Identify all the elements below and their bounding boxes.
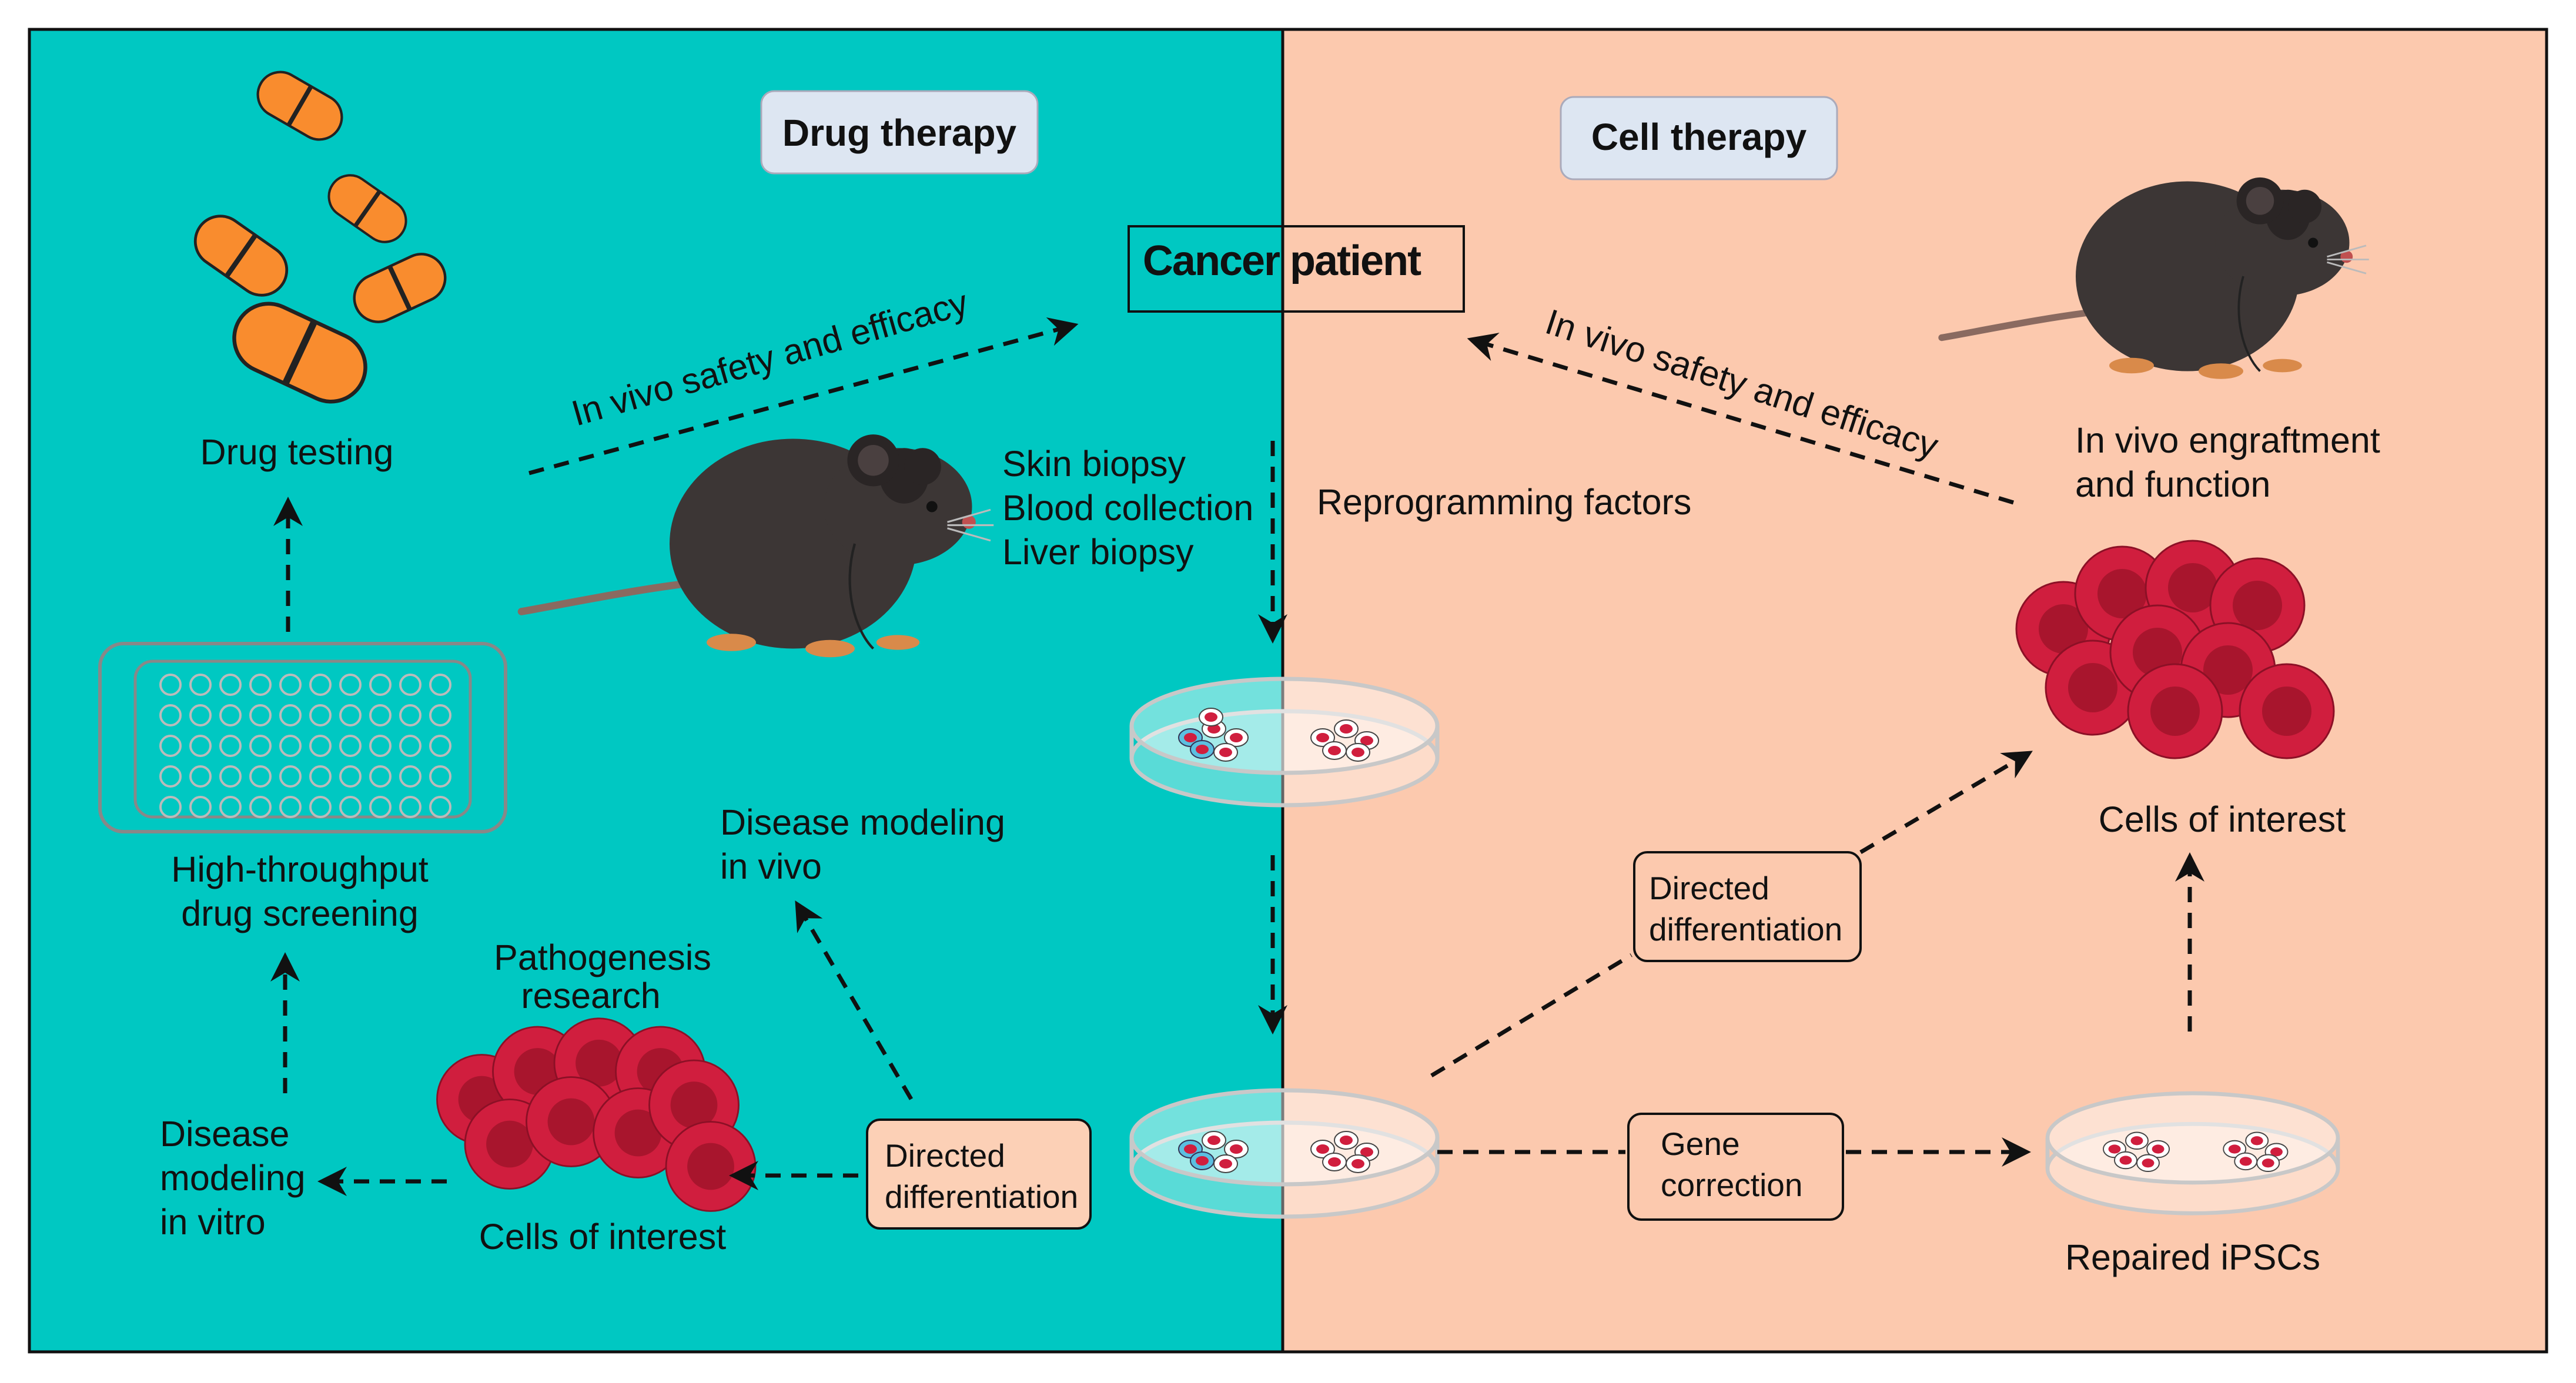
drug-therapy-header: Drug therapy (760, 90, 1039, 175)
cell-therapy-title: Cell therapy (1591, 116, 1807, 158)
well (369, 735, 392, 757)
well (429, 765, 451, 788)
cells-of-interest-right-label: Cells of interest (2099, 799, 2346, 839)
arrow-to-cancer-patient (528, 317, 1079, 475)
directed-differentiation-left-box: Directed differentiation (866, 1119, 1092, 1230)
well (159, 796, 182, 818)
well (219, 704, 242, 726)
well (189, 674, 212, 696)
disease-modeling-in-vivo-line1: Disease modeling (720, 802, 1005, 842)
well (369, 796, 392, 818)
well (339, 735, 362, 757)
directed-differentiation-right-line2: differentiation (1649, 911, 1842, 947)
well (399, 765, 421, 788)
well (189, 735, 212, 757)
well (219, 735, 242, 757)
well (249, 765, 272, 788)
well (279, 765, 302, 788)
cells-of-interest-left-label: Cells of interest (479, 1217, 726, 1257)
well (369, 765, 392, 788)
well (339, 674, 362, 696)
well (369, 704, 392, 726)
well (339, 704, 362, 726)
well (309, 674, 332, 696)
well (399, 735, 421, 757)
directed-differentiation-left-line2: differentiation (885, 1178, 1078, 1215)
well (219, 765, 242, 788)
well (309, 704, 332, 726)
drug-therapy-title: Drug therapy (782, 112, 1017, 154)
diagram-border (28, 28, 2548, 1354)
well (429, 674, 451, 696)
well (429, 796, 451, 818)
well (159, 674, 182, 696)
gene-correction-line2: correction (1661, 1167, 1802, 1203)
cancer-patient-label: Cancer patient (1143, 237, 1421, 284)
screening-label-line1: High-throughput (171, 849, 429, 889)
liver-biopsy-label: Liver biopsy (1002, 532, 1194, 572)
repaired-ipscs-label: Repaired iPSCs (2065, 1237, 2320, 1277)
well (309, 735, 332, 757)
gene-correction-line1: Gene (1661, 1126, 1740, 1162)
directed-differentiation-right-box: Directed differentiation (1633, 851, 1862, 962)
engraftment-label-line1: In vivo engraftment (2075, 420, 2380, 460)
well (279, 674, 302, 696)
directed-differentiation-left-line1: Directed (885, 1137, 1005, 1174)
well-plate-icon (98, 642, 507, 833)
well (219, 674, 242, 696)
well (339, 765, 362, 788)
well (279, 796, 302, 818)
skin-biopsy-label: Skin biopsy (1002, 444, 1186, 484)
well (369, 674, 392, 696)
well (159, 765, 182, 788)
well (399, 796, 421, 818)
cancer-patient-box (1128, 225, 1465, 313)
well (159, 735, 182, 757)
flow-arrows (270, 317, 2204, 1196)
well (189, 765, 212, 788)
petri-dish-icon (2048, 1093, 2338, 1213)
arrow-to-right-cells (1859, 751, 2033, 855)
drug-testing-label: Drug testing (200, 432, 394, 472)
well (309, 796, 332, 818)
screening-label-line2: drug screening (181, 893, 419, 933)
cell-therapy-header: Cell therapy (1560, 96, 1838, 180)
petri-dish-icon (1132, 679, 1437, 805)
well (309, 765, 332, 788)
disease-modeling-in-vitro-line3: in vitro (160, 1202, 266, 1242)
well (249, 735, 272, 757)
disease-modeling-in-vivo-line2: in vivo (720, 846, 822, 886)
gene-correction-box: Gene correction (1627, 1113, 1844, 1221)
well (249, 674, 272, 696)
well (189, 704, 212, 726)
well (399, 704, 421, 726)
well (279, 735, 302, 757)
disease-modeling-in-vitro-line2: modeling (160, 1158, 306, 1198)
engraftment-label-line2: and function (2075, 464, 2270, 504)
well (279, 704, 302, 726)
reprogramming-label: Reprogramming factors (1317, 482, 1691, 522)
well (219, 796, 242, 818)
well (429, 735, 451, 757)
well (249, 704, 272, 726)
well (429, 704, 451, 726)
pathogenesis-line1: Pathogenesis (494, 937, 711, 977)
well (249, 796, 272, 818)
blood-collection-label: Blood collection (1002, 488, 1253, 528)
arrow-back-to-cancer-patient (1467, 333, 2015, 505)
disease-modeling-in-vitro-line1: Disease (160, 1114, 289, 1154)
well (339, 796, 362, 818)
well (159, 704, 182, 726)
pathogenesis-line2: research (521, 976, 660, 1016)
arrow-to-directed-differentiation (1430, 953, 1632, 1077)
well (189, 796, 212, 818)
arrow-to-in-vivo-modeling (795, 900, 914, 1100)
directed-differentiation-right-line1: Directed (1649, 870, 1769, 906)
well (399, 674, 421, 696)
petri-dish-icon (1132, 1090, 1437, 1217)
